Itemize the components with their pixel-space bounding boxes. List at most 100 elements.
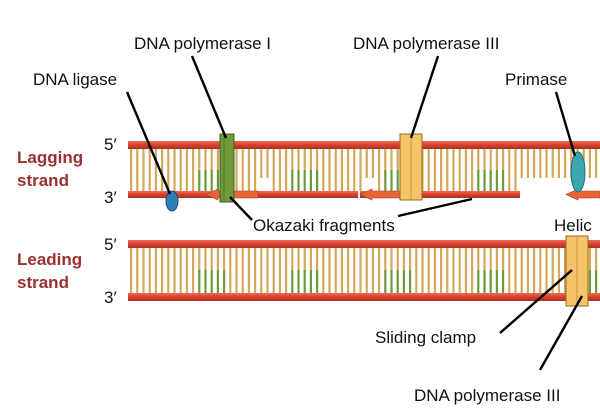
lagging-strand-base-pairs	[130, 149, 598, 191]
leading-template-backbone	[128, 240, 600, 248]
lagging-template-base	[142, 149, 145, 170]
lagging-new-base	[502, 170, 505, 191]
lagging-unpaired-base	[551, 170, 554, 178]
leading-template-base	[309, 248, 312, 270]
leading-new-base	[260, 270, 263, 293]
leading-new-base	[508, 270, 511, 293]
leading-template-base	[545, 248, 548, 270]
leading-template-base	[551, 248, 554, 270]
leading-new-base	[378, 270, 381, 293]
lagging-new-base	[303, 170, 306, 191]
leader-okazaki-right	[397, 197, 473, 218]
lagging-unpaired-base	[371, 170, 374, 178]
leading-new-base	[130, 270, 133, 293]
leading-new-base	[297, 270, 300, 293]
lagging-template-base	[278, 149, 281, 170]
lagging-unpaired-base	[520, 170, 523, 178]
label-dna-polymerase-iii-top: DNA polymerase III	[353, 34, 499, 53]
leading-new-base	[272, 270, 275, 293]
lagging-new-base	[464, 170, 467, 191]
leading-new-base	[502, 270, 505, 293]
lagging-new-base	[328, 170, 331, 191]
label-dna-polymerase-iii-bottom: DNA polymerase III	[414, 386, 560, 405]
leading-template-base	[241, 248, 244, 270]
leading-new-base	[595, 270, 598, 293]
lagging-template-base	[545, 149, 548, 170]
leading-3-prime-label: 3′	[104, 288, 117, 307]
leading-template-base	[440, 248, 443, 270]
leading-new-base	[291, 270, 294, 293]
lagging-template-base	[570, 149, 573, 170]
label-primase: Primase	[505, 70, 567, 89]
lagging-template-base	[297, 149, 300, 170]
lagging-new-base	[508, 170, 511, 191]
leading-template-base	[136, 248, 139, 270]
lagging-unpaired-base	[539, 170, 542, 178]
leading-new-base	[161, 270, 164, 293]
lagging-template-base	[247, 149, 250, 170]
leading-template-base	[520, 248, 523, 270]
leading-new-base	[433, 270, 436, 293]
leading-new-base	[136, 270, 139, 293]
lagging-template-base	[495, 149, 498, 170]
leading-template-base	[409, 248, 412, 270]
leading-template-base	[508, 248, 511, 270]
lagging-strand-label-line2: strand	[17, 171, 69, 190]
lagging-new-base	[179, 170, 182, 191]
leading-template-base	[216, 248, 219, 270]
lagging-template-base	[303, 149, 306, 170]
leading-new-base	[334, 270, 337, 293]
leading-new-base	[204, 270, 207, 293]
leading-template-base	[390, 248, 393, 270]
lagging-new-base	[148, 170, 151, 191]
lagging-template-backbone	[128, 141, 600, 149]
leading-template-base	[433, 248, 436, 270]
lagging-5-prime-label: 5′	[104, 135, 117, 154]
leading-template-base	[402, 248, 405, 270]
lagging-template-base	[322, 149, 325, 170]
lagging-new-base	[198, 170, 201, 191]
leading-template-base	[272, 248, 275, 270]
leading-template-base	[266, 248, 269, 270]
lagging-template-base	[272, 149, 275, 170]
leading-new-base	[347, 270, 350, 293]
lagging-template-base	[167, 149, 170, 170]
lagging-new-base	[359, 170, 362, 191]
lagging-template-base	[557, 149, 560, 170]
lagging-fragment-backbone-3	[360, 191, 520, 198]
dna-polymerase-i-block	[219, 133, 235, 203]
leading-template-base	[322, 248, 325, 270]
lagging-unpaired-base	[564, 170, 567, 178]
leader-polymerase-iii-top	[409, 55, 440, 139]
lagging-template-base	[595, 149, 598, 170]
leading-template-base	[130, 248, 133, 270]
leading-template-base	[316, 248, 319, 270]
leading-new-base	[409, 270, 412, 293]
label-helicase: Helic	[554, 216, 592, 235]
leading-new-backbone	[128, 293, 600, 301]
leading-new-base	[148, 270, 151, 293]
leading-new-base	[216, 270, 219, 293]
leading-template-base	[458, 248, 461, 270]
leading-template-base	[564, 248, 567, 270]
leading-strand-label-line2: strand	[17, 273, 69, 292]
lagging-new-base	[483, 170, 486, 191]
lagging-template-base	[502, 149, 505, 170]
okazaki-primer-arrow-3	[565, 188, 600, 201]
leading-template-base	[334, 248, 337, 270]
lagging-template-base	[179, 149, 182, 170]
lagging-template-base	[334, 149, 337, 170]
label-dna-polymerase-i: DNA polymerase I	[134, 34, 271, 53]
lagging-template-base	[440, 149, 443, 170]
primase-shape	[570, 151, 586, 193]
leading-template-base	[464, 248, 467, 270]
lagging-template-base	[130, 149, 133, 170]
lagging-unpaired-base	[365, 170, 368, 178]
leading-new-base	[322, 270, 325, 293]
leading-strand-base-pairs	[130, 248, 598, 293]
lagging-unpaired-base	[588, 170, 591, 178]
lagging-unpaired-base	[526, 170, 529, 178]
leading-template-base	[483, 248, 486, 270]
leader-polymerase-iii-bottom	[538, 295, 584, 371]
